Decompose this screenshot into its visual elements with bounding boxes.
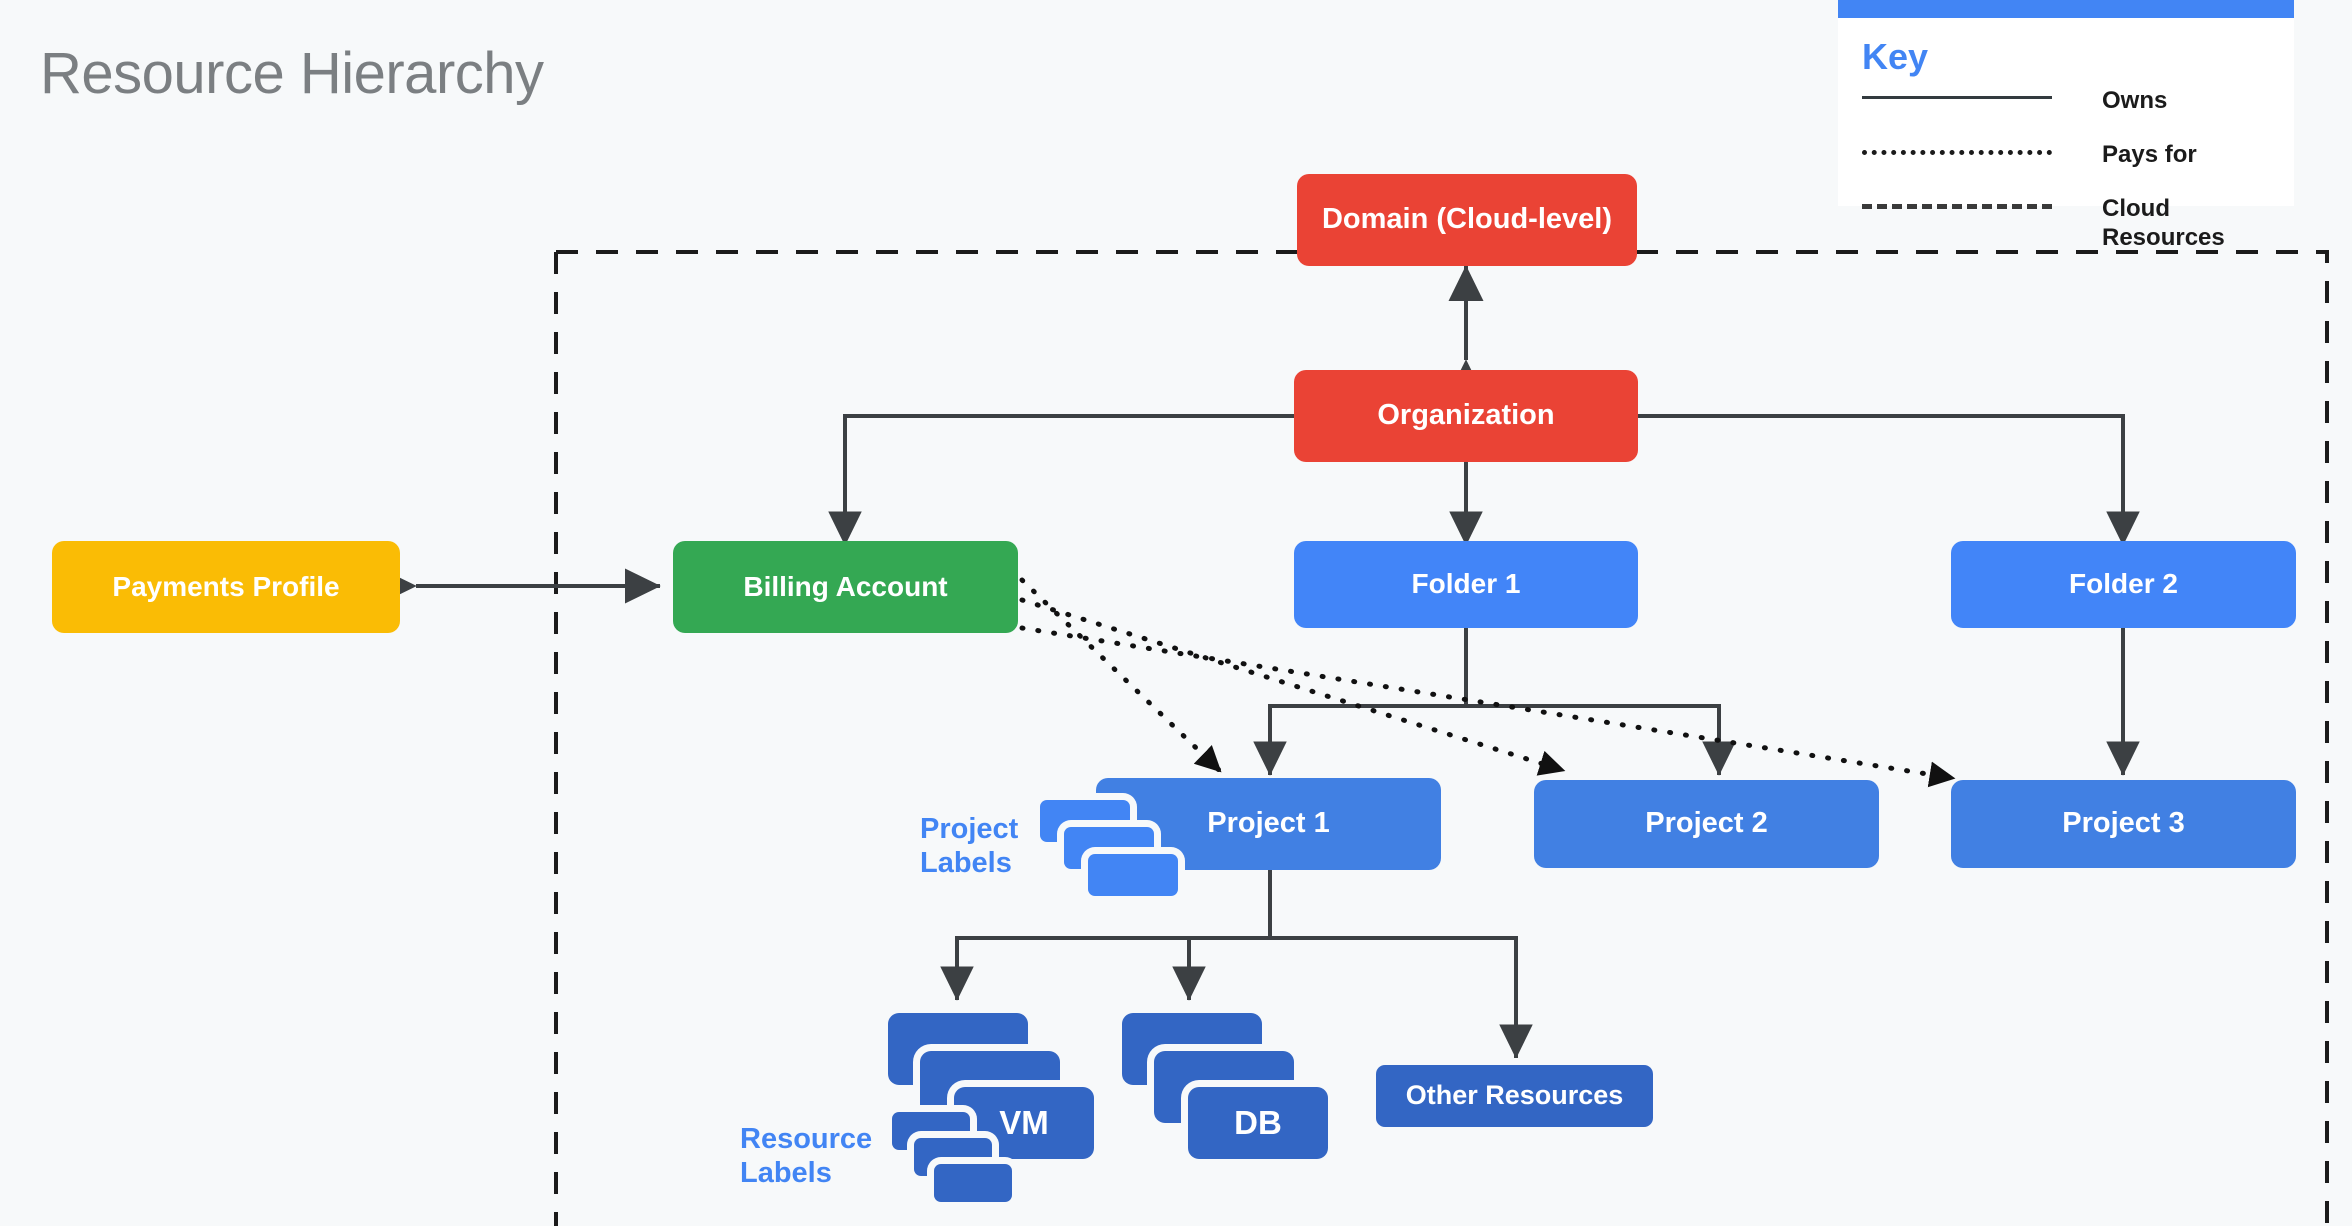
legend-panel: Key Owns Pays for Cloud Resour xyxy=(1838,0,2294,251)
edge-org-billing xyxy=(828,414,1294,546)
node-project-3-label: Project 3 xyxy=(2062,807,2185,840)
project-label-card-3 xyxy=(1088,854,1178,896)
resource-labels-caption: Resource Labels xyxy=(740,1122,940,1190)
edge-billing-pays-project1 xyxy=(1019,577,1222,773)
resource-labels-line-1: Resource xyxy=(740,1123,873,1155)
legend-label-cloud-line-2: Resources xyxy=(2102,224,2225,252)
node-folder-1-label: Folder 1 xyxy=(1411,568,1521,600)
node-db[interactable]: DB xyxy=(1122,1013,1352,1159)
edge-org-folder2 xyxy=(1638,414,2140,546)
project-labels-caption: Project Labels xyxy=(920,812,1090,880)
project-labels-line-2: Labels xyxy=(920,847,1012,880)
legend-sample-dotted xyxy=(1862,150,2052,155)
legend-label-cloud-resources: Cloud Resources xyxy=(2102,194,2225,253)
legend-row-cloud-resources: Cloud Resources xyxy=(1862,194,2274,253)
legend-row-owns: Owns xyxy=(1862,86,2274,115)
resource-label-card-3 xyxy=(934,1164,1012,1202)
node-payments-profile-label: Payments Profile xyxy=(112,570,340,602)
node-db-label: DB xyxy=(1234,1104,1282,1141)
node-organization[interactable]: Organization xyxy=(1294,370,1638,462)
edge-folder1-project2 xyxy=(1466,704,1736,776)
node-project-3[interactable]: Project 3 xyxy=(1951,780,2296,868)
node-folder-2[interactable]: Folder 2 xyxy=(1951,541,2296,628)
legend-label-cloud-line-1: Cloud xyxy=(2102,195,2170,222)
edge-project1-db xyxy=(1172,936,1270,1001)
legend-title: Key xyxy=(1862,36,1929,77)
node-billing-account[interactable]: Billing Account xyxy=(673,541,1018,633)
resource-labels-line-2: Labels xyxy=(740,1157,832,1190)
node-project-1-label: Project 1 xyxy=(1207,807,1330,840)
legend-sample-dashed xyxy=(1862,204,2052,209)
node-folder-1[interactable]: Folder 1 xyxy=(1294,541,1638,628)
node-payments-profile[interactable]: Payments Profile xyxy=(52,541,400,633)
node-other-resources[interactable]: Other Resources xyxy=(1376,1065,1653,1127)
node-domain[interactable]: Domain (Cloud-level) xyxy=(1297,174,1637,266)
node-folder-2-label: Folder 2 xyxy=(2069,568,2178,600)
legend-row-pays-for: Pays for xyxy=(1862,140,2274,169)
project-labels-line-1: Project xyxy=(920,813,1019,845)
node-project-2[interactable]: Project 2 xyxy=(1534,780,1879,868)
legend-label-pays-for: Pays for xyxy=(2102,141,2197,168)
node-other-resources-label: Other Resources xyxy=(1405,1080,1624,1111)
node-organization-label: Organization xyxy=(1377,399,1555,432)
legend-top-bar xyxy=(1838,0,2294,18)
edge-folder1-project1 xyxy=(1253,628,1468,776)
legend-body: Key Owns Pays for Cloud Resour xyxy=(1838,18,2294,251)
legend-sample-solid xyxy=(1862,96,2052,99)
node-domain-label: Domain (Cloud-level) xyxy=(1321,203,1612,236)
edge-billing-pays-project3 xyxy=(1019,625,1956,788)
node-project-2-label: Project 2 xyxy=(1645,807,1768,840)
node-billing-account-label: Billing Account xyxy=(743,570,948,602)
legend-label-owns: Owns xyxy=(2102,87,2168,114)
page-title: Resource Hierarchy xyxy=(40,41,544,106)
